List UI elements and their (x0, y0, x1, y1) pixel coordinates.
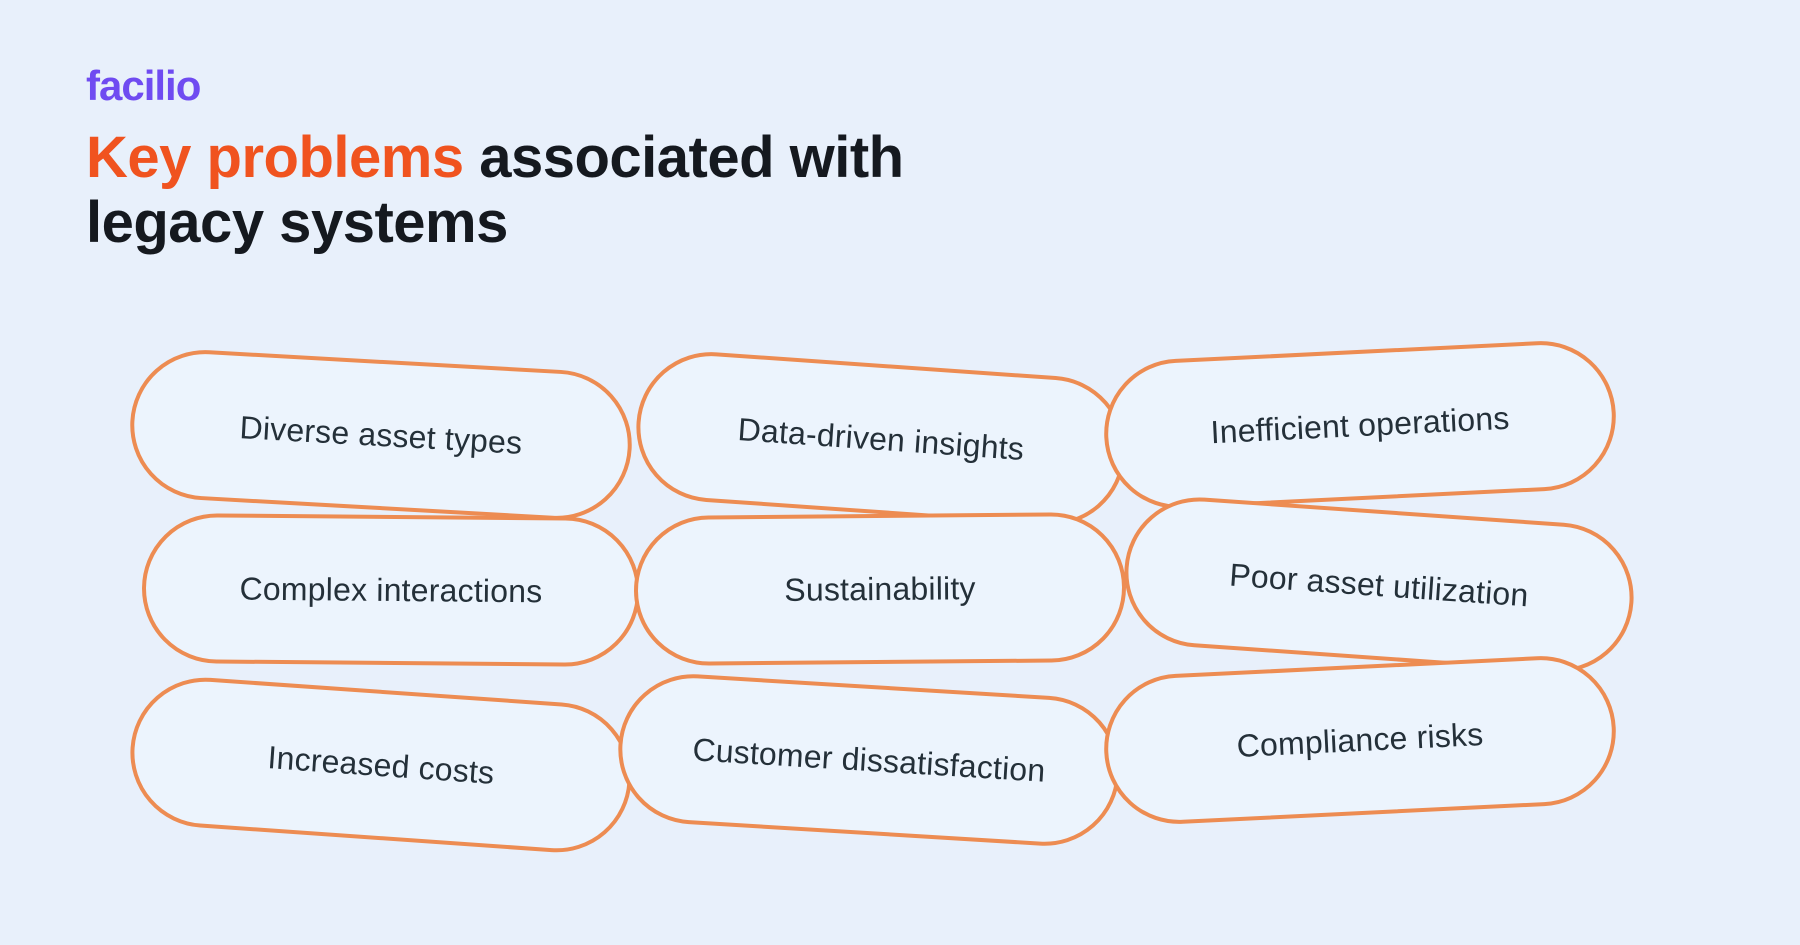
pill-compliance-risks: Compliance risks (1100, 652, 1620, 828)
pill-label: Poor asset utilization (1228, 556, 1530, 613)
pill-label: Inefficient operations (1209, 399, 1511, 450)
pill-inefficient-operations: Inefficient operations (1100, 337, 1620, 513)
page-title: Key problems associated with legacy syst… (86, 125, 1086, 256)
pill-sustainability: Sustainability (633, 511, 1127, 667)
pill-poor-asset-utilization: Poor asset utilization (1119, 492, 1639, 678)
pill-customer-dissatisfaction: Customer dissatisfaction (613, 669, 1125, 851)
facilio-logo: facilio (86, 62, 201, 109)
title-highlight: Key problems (86, 125, 464, 190)
pill-label: Customer dissatisfaction (691, 730, 1047, 789)
pill-label: Increased costs (266, 738, 496, 791)
pill-diverse-asset-types: Diverse asset types (126, 346, 636, 524)
pill-label: Diverse asset types (238, 408, 524, 461)
pill-label: Sustainability (784, 569, 976, 608)
pill-complex-interactions: Complex interactions (141, 512, 641, 668)
pill-label: Complex interactions (239, 570, 543, 609)
pill-label: Data-driven insights (736, 410, 1026, 467)
pill-increased-costs: Increased costs (125, 672, 637, 858)
pill-label: Compliance risks (1235, 715, 1485, 764)
title-rest: associated with (463, 125, 904, 190)
pill-data-driven-insights: Data-driven insights (631, 347, 1131, 531)
title-line2: legacy systems (86, 189, 508, 255)
